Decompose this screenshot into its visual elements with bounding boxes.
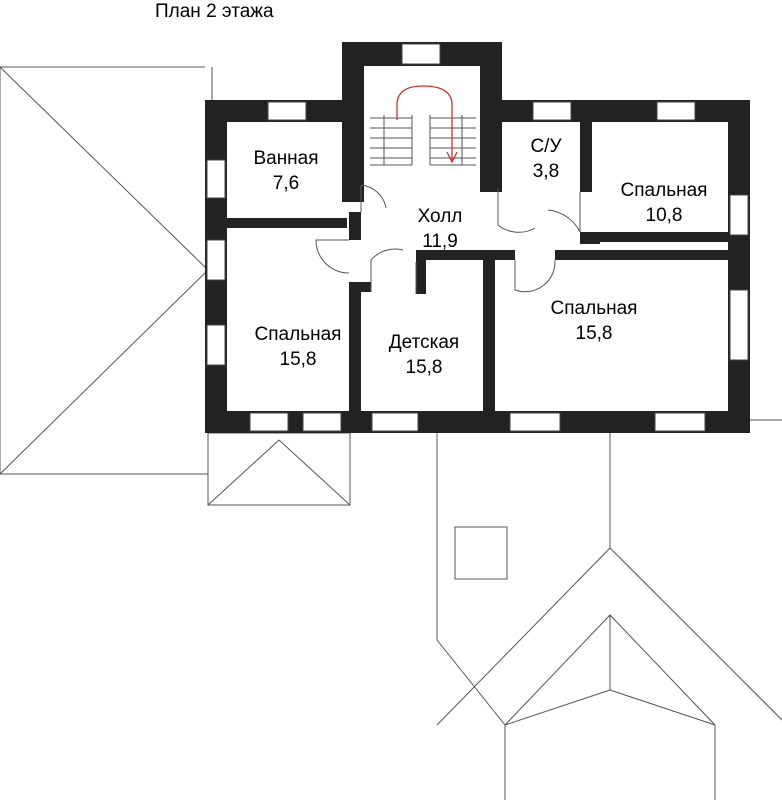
window (509, 412, 561, 432)
plan-title: План 2 этажа (155, 1, 274, 22)
window (654, 412, 706, 432)
room-name: Детская (389, 332, 459, 353)
room-name: С/У (530, 136, 562, 157)
room-name: Спальная (255, 324, 342, 345)
room-children: Детская 15,8 (389, 332, 459, 378)
room-bedroom-small: Спальная 10,8 (621, 180, 708, 226)
room-name: Холл (418, 206, 463, 227)
room-name: Ванная (253, 148, 318, 169)
window (267, 101, 307, 121)
window (729, 289, 749, 361)
stair-arrow (396, 85, 453, 160)
staircase (370, 85, 476, 166)
room-hall: Холл 11,9 (418, 206, 463, 252)
room-name: Спальная (551, 298, 638, 319)
room-area: 3,8 (533, 161, 559, 182)
window (729, 194, 749, 236)
room-area: 10,8 (646, 205, 683, 226)
room-wc: С/У 3,8 (530, 136, 562, 182)
room-area: 7,6 (273, 173, 299, 194)
room-bathroom: Ванная 7,6 (253, 148, 318, 194)
window (371, 412, 419, 432)
doors (315, 184, 581, 294)
room-name: Спальная (621, 180, 708, 201)
window (206, 239, 226, 281)
window (206, 159, 226, 199)
window (401, 43, 441, 65)
room-area: 11,9 (422, 231, 458, 252)
window (656, 101, 696, 121)
porch-roof (207, 432, 351, 506)
room-area: 15,8 (280, 349, 317, 370)
windows (206, 43, 749, 432)
roof-left (0, 66, 213, 475)
chimney-outline (454, 526, 508, 580)
window (532, 101, 572, 121)
walls (205, 42, 750, 433)
room-area: 15,8 (406, 357, 443, 378)
room-area: 15,8 (576, 323, 613, 344)
window (302, 412, 342, 432)
room-bedroom-left: Спальная 15,8 (255, 324, 342, 370)
window (249, 412, 289, 432)
roof-bottom-right (436, 419, 782, 800)
room-bedroom-right: Спальная 15,8 (551, 298, 638, 344)
window (206, 324, 226, 366)
